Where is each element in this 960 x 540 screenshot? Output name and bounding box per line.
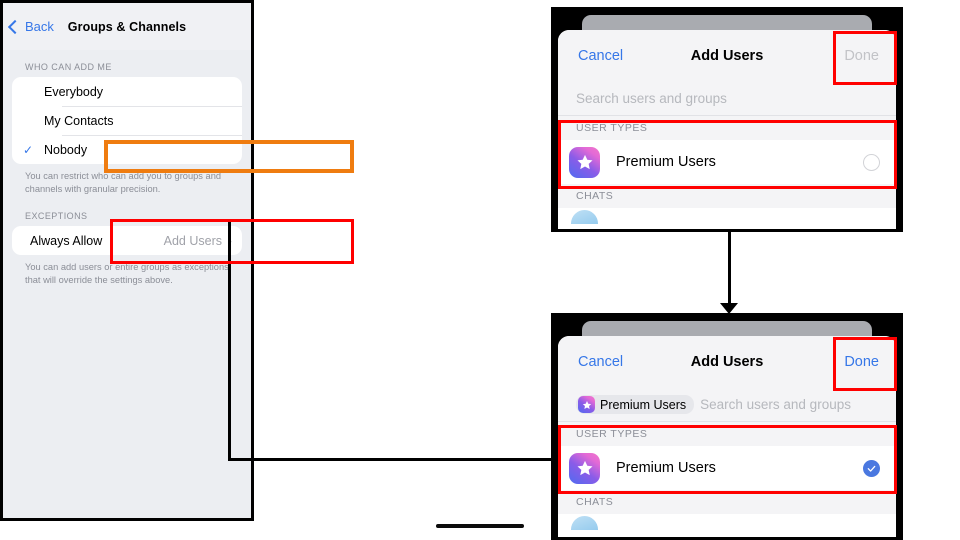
user-types-section-label: USER TYPES xyxy=(558,116,896,140)
done-button[interactable]: Done xyxy=(844,48,879,64)
connector-horizontal xyxy=(228,458,560,461)
connector-arrow-head xyxy=(720,303,738,314)
always-allow-value: Add Users xyxy=(163,233,222,248)
premium-star-icon xyxy=(578,396,595,413)
user-row-premium-users[interactable]: Premium Users xyxy=(558,140,896,184)
done-button[interactable]: Done xyxy=(844,354,879,370)
user-row-premium-users[interactable]: Premium Users xyxy=(558,446,896,490)
chat-row-partial xyxy=(558,514,896,530)
search-input-placeholder: Search users and groups xyxy=(700,397,851,412)
add-users-sheet: Cancel Add Users Done Premium Users Sear… xyxy=(558,336,896,537)
user-row-label: Premium Users xyxy=(616,154,716,170)
cancel-button[interactable]: Cancel xyxy=(578,354,624,370)
search-input-placeholder: Search users and groups xyxy=(576,91,727,106)
user-row-label: Premium Users xyxy=(616,460,716,476)
premium-star-icon xyxy=(569,452,600,484)
search-bar[interactable]: Search users and groups xyxy=(558,82,896,116)
back-button[interactable]: Back xyxy=(7,19,54,34)
navigation-bar: Back Groups & Channels xyxy=(3,3,251,50)
add-users-sheet: Cancel Add Users Done Search users and g… xyxy=(558,30,896,229)
always-allow-label: Always Allow xyxy=(30,233,103,248)
add-users-modal-selected: Cancel Add Users Done Premium Users Sear… xyxy=(551,313,903,540)
option-nobody[interactable]: ✓ Nobody xyxy=(12,135,242,164)
avatar xyxy=(571,516,598,530)
premium-star-icon xyxy=(569,146,600,178)
selection-radio-unchecked[interactable] xyxy=(863,153,880,171)
chats-section-label: CHATS xyxy=(558,184,896,208)
back-button-label: Back xyxy=(25,19,54,34)
sheet-title: Add Users xyxy=(690,48,764,64)
sheet-title: Add Users xyxy=(690,354,764,370)
who-can-add-me-card: Everybody My Contacts ✓ Nobody xyxy=(12,77,242,164)
option-my-contacts-label: My Contacts xyxy=(44,113,114,128)
sheet-navigation-bar: Cancel Add Users Done xyxy=(558,30,896,82)
always-allow-row[interactable]: Always Allow Add Users › xyxy=(12,226,242,255)
option-nobody-label: Nobody xyxy=(44,142,88,157)
selected-token-premium-users[interactable]: Premium Users xyxy=(576,395,695,414)
cancel-button[interactable]: Cancel xyxy=(578,48,624,64)
exceptions-footer: You can add users or entire groups as ex… xyxy=(25,262,229,285)
selection-radio-checked[interactable] xyxy=(863,459,880,477)
exceptions-card: Always Allow Add Users › xyxy=(12,226,242,256)
option-my-contacts[interactable]: My Contacts xyxy=(12,106,242,135)
page-title: Groups & Channels xyxy=(67,19,187,34)
who-can-add-me-footer: You can restrict who can add you to grou… xyxy=(25,171,222,194)
exceptions-header: EXCEPTIONS xyxy=(25,211,88,222)
sheet-navigation-bar: Cancel Add Users Done xyxy=(558,336,896,388)
settings-phone-screen: Back Groups & Channels WHO CAN ADD ME Ev… xyxy=(0,0,524,528)
option-everybody-label: Everybody xyxy=(44,84,104,99)
checkmark-icon: ✓ xyxy=(22,142,34,157)
user-types-section-label: USER TYPES xyxy=(558,422,896,446)
connector-vertical-left xyxy=(228,219,231,461)
option-everybody[interactable]: Everybody xyxy=(12,77,242,106)
connector-arrow-shaft xyxy=(728,232,731,308)
add-users-modal-initial: Cancel Add Users Done Search users and g… xyxy=(551,7,903,232)
token-label: Premium Users xyxy=(600,397,687,412)
search-bar[interactable]: Premium Users Search users and groups xyxy=(558,388,896,422)
chats-section-label: CHATS xyxy=(558,490,896,514)
who-can-add-me-header: WHO CAN ADD ME xyxy=(25,62,112,72)
chat-row-partial xyxy=(558,208,896,224)
avatar xyxy=(571,210,598,224)
